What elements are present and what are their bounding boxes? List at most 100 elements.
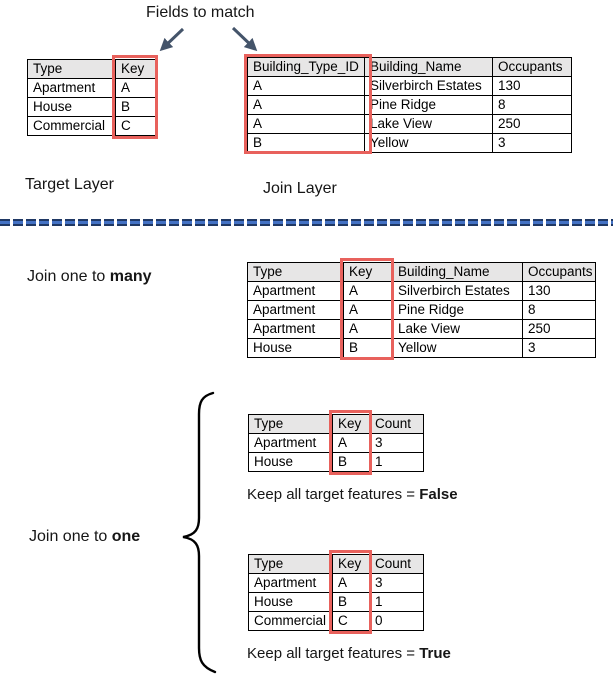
fields-to-match-arrows [159,26,258,52]
table-cell: Yellow [364,133,493,153]
table-cell: House [247,338,344,358]
target-layer-caption: Target Layer [25,176,114,193]
table-cell: C [332,611,370,631]
join-one-to-one-label: Join one to one [29,528,140,546]
column-header: Key [332,554,370,574]
table-cell: Commercial [27,116,116,136]
table-cell: 3 [369,433,424,453]
table-cell: 1 [369,452,424,472]
table-cell: C [115,116,156,136]
table-cell: B [115,97,156,117]
label-text: Join one to [27,268,110,285]
table-cell: Apartment [248,433,333,453]
table-cell: 250 [522,319,596,339]
table-cell: Silverbirch Estates [392,281,523,301]
table-cell: House [248,452,333,472]
table-cell: A [343,300,393,320]
column-header: Key [115,59,156,79]
column-header: Count [369,554,424,574]
table-cell: Silverbirch Estates [364,76,493,96]
curly-brace-icon [182,391,217,674]
section-divider [0,219,613,226]
table-cell: A [247,95,365,115]
table-cell: 250 [492,114,572,134]
table-cell: A [343,319,393,339]
column-header: Count [369,414,424,434]
table-cell: Commercial [248,611,333,631]
table-cell: A [332,433,370,453]
table-cell: House [27,97,116,117]
column-header: Building_Name [392,262,523,282]
column-header: Type [248,414,333,434]
arrow-to-join-key-icon [231,26,258,52]
caption-text: Keep all target features = [247,486,420,503]
table-cell: 8 [522,300,596,320]
label-text: Join one to [29,528,112,545]
table-cell: Apartment [248,573,333,593]
table-cell: Apartment [247,319,344,339]
table-cell: A [247,76,365,96]
table-cell: B [343,338,393,358]
join-layer-caption: Join Layer [263,180,337,197]
column-header: Building_Name [364,57,493,77]
table-cell: 130 [522,281,596,301]
join-one-to-many-label: Join one to many [27,268,152,286]
caption-bold-text: False [419,486,458,503]
table-cell: A [247,114,365,134]
table-cell: Pine Ridge [364,95,493,115]
table-cell: 0 [369,611,424,631]
column-header: Key [343,262,393,282]
table-cell: Apartment [27,78,116,98]
table-cell: B [247,133,365,153]
table-cell: B [332,592,370,612]
table-cell: A [115,78,156,98]
table-cell: 3 [522,338,596,358]
table-cell: Apartment [247,300,344,320]
table-cell: Lake View [364,114,493,134]
column-header: Type [27,59,116,79]
column-header: Building_Type_ID [247,57,365,77]
keep-true-caption: Keep all target features = True [247,645,451,662]
column-header: Key [332,414,370,434]
table-cell: B [332,452,370,472]
table-cell: Yellow [392,338,523,358]
caption-text: Keep all target features = [247,645,420,662]
keep-false-caption: Keep all target features = False [247,486,458,503]
table-cell: Lake View [392,319,523,339]
fields-to-match-label: Fields to match [146,4,255,21]
column-header: Type [247,262,344,282]
label-bold-text: one [111,528,141,545]
table-cell: 3 [492,133,572,153]
table-cell: 8 [492,95,572,115]
table-cell: 130 [492,76,572,96]
